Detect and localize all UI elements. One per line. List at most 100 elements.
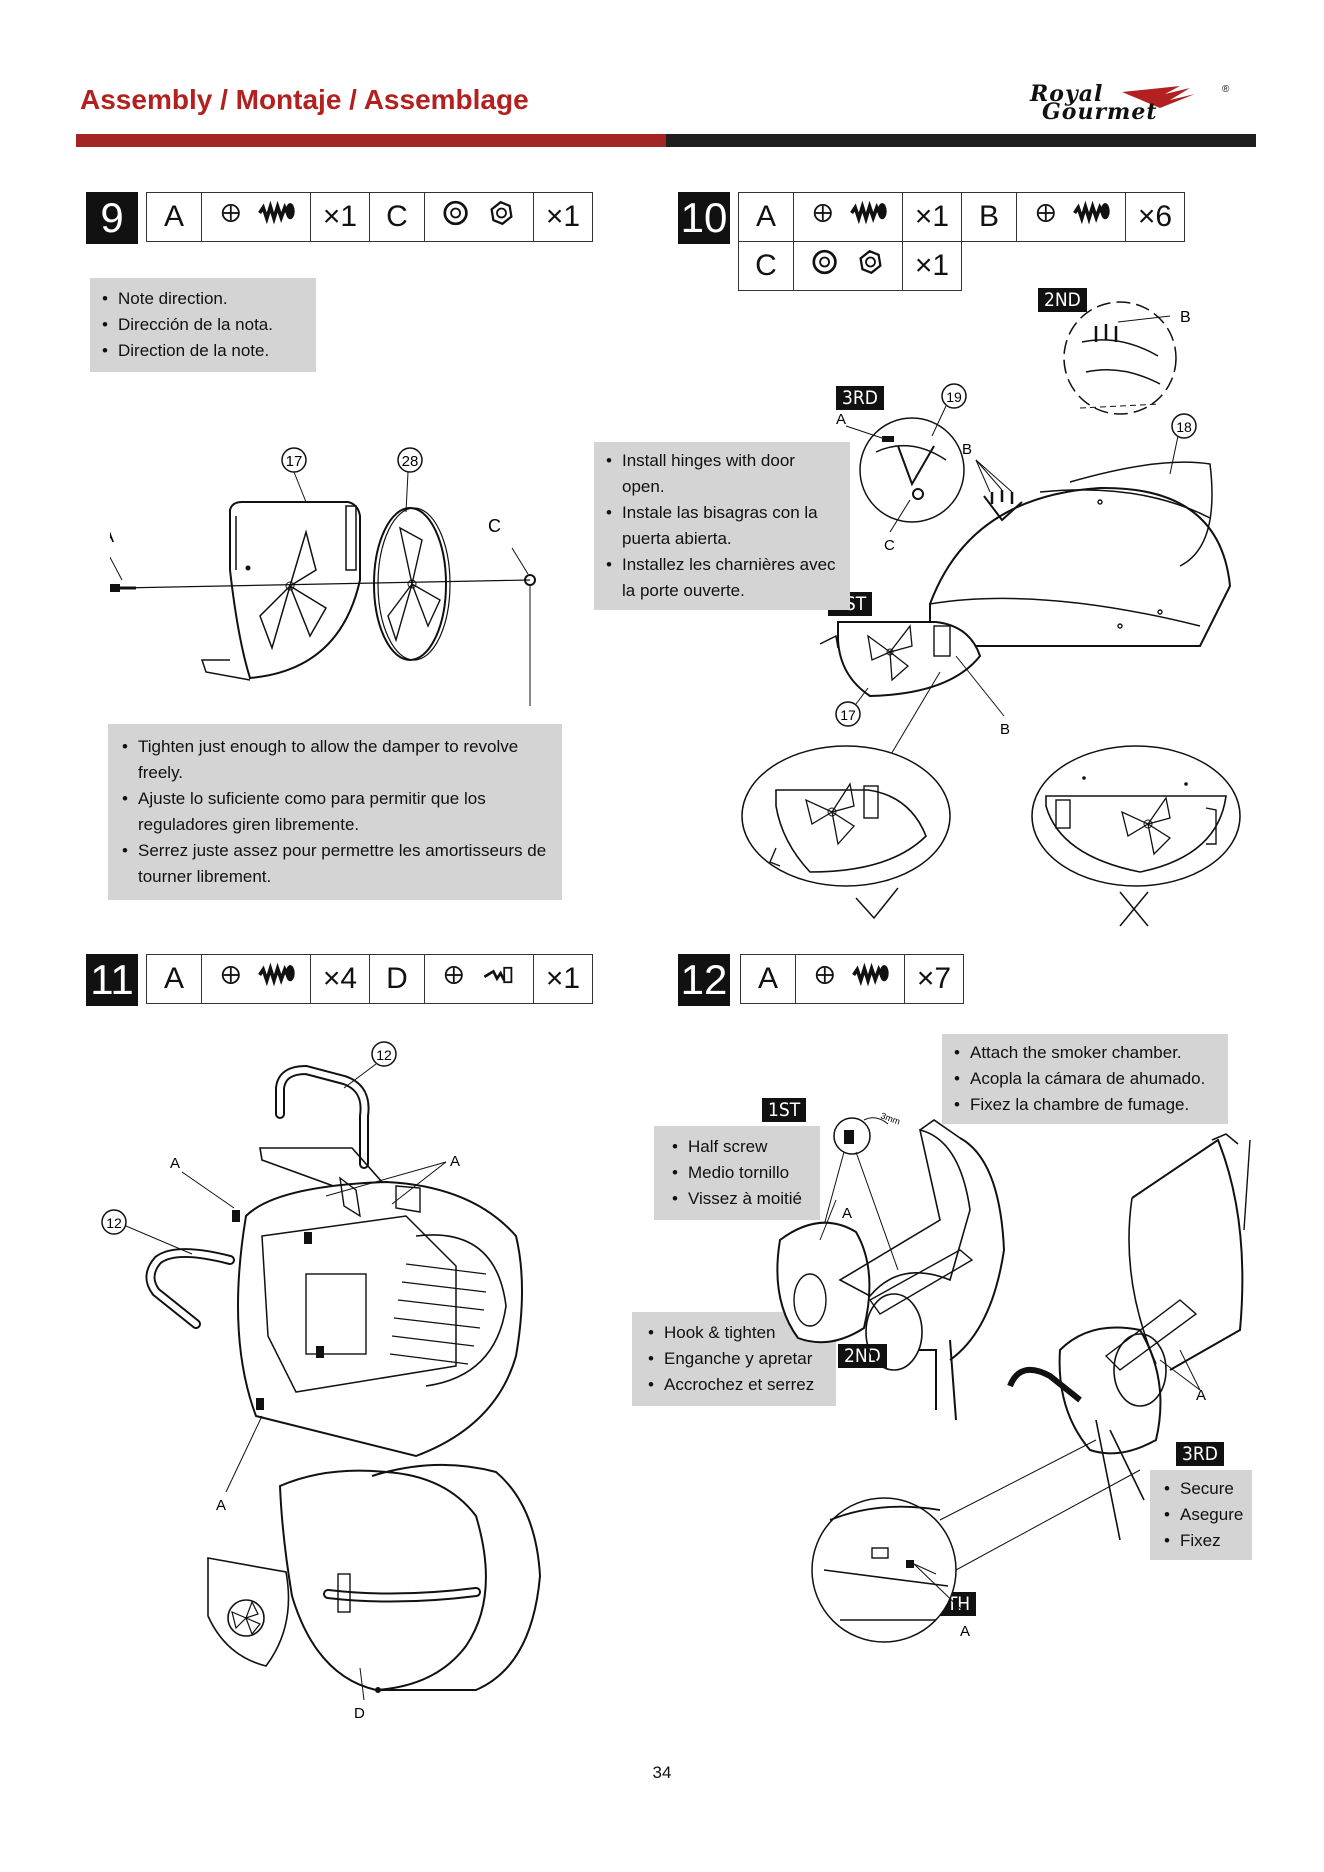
step-12-smoker-diagram: 3mm A A A [776,1110,1251,1643]
note-line: Install hinges with door open. [604,448,840,500]
step-9-damper-diagram: 17 28 A C [110,447,536,706]
step-12-parts-table: A ×7 [740,954,964,1004]
callout-18: 18 [1176,419,1192,435]
note-line: Vissez à moitié [670,1186,810,1212]
step-10-number: 10 [678,192,730,244]
page-number: 34 [652,1763,672,1782]
washer-nut-icon [793,241,903,291]
step-9-number: 9 [86,192,138,244]
step-12-number: 12 [678,954,730,1006]
part-qty: ×1 [902,192,962,242]
step-10-tag-3rd: 3RD [836,386,884,410]
note-line: Note direction. [100,286,306,312]
step-12-half-screw-note: Half screw Medio tornillo Vissez à moiti… [654,1126,820,1220]
step-11-handle-diagram: 12 A A A 12 D [101,1041,542,1722]
logo-text-royal: Royal [1030,81,1104,107]
label-d: D [354,1705,365,1722]
header-bar-dark [666,134,1256,147]
bolt-icon [424,954,534,1004]
part-letter: A [740,954,796,1004]
label-a: A [842,1205,852,1222]
step-12-hook-note: Hook & tighten Enganche y apretar Accroc… [632,1312,836,1406]
label-a: A [110,526,114,546]
note-line: Fixez [1162,1528,1244,1554]
screw-icon [201,192,311,242]
step-9-tighten-note: Tighten just enough to allow the damper … [108,724,562,900]
registered-mark: ® [1222,84,1230,95]
step-10-hinge-diagram: B A C 19 B 18 17 B [741,301,1241,927]
note-line: Half screw [670,1134,810,1160]
step-11-number: 11 [86,954,138,1006]
note-line: Tighten just enough to allow the damper … [120,734,550,786]
label-b: B [962,441,972,458]
gap-label: 3mm [879,1110,901,1126]
note-line: Dirección de la nota. [100,312,306,338]
step-12-tag-2nd: 2ND [838,1344,887,1368]
part-qty: ×1 [533,954,593,1004]
brand-logo: Royal Gourmet ® [1030,81,1230,125]
flame-mark-icon [1122,86,1195,108]
label-c: C [884,537,895,554]
step-10-tag-2nd: 2ND [1038,288,1087,312]
note-line: Installez les charnières avec la porte o… [604,552,840,604]
callout-19: 19 [946,389,962,405]
part-qty: ×1 [310,192,370,242]
note-line: Ajuste lo suficiente como para permitir … [120,786,550,838]
step-12-secure-note: Secure Asegure Fixez [1150,1470,1252,1560]
note-line: Hook & tighten [646,1320,826,1346]
label-a: A [960,1623,970,1640]
label-a: A [1196,1387,1206,1404]
step-10-parts-table: A ×1 B ×6 C ×1 [738,192,1185,291]
label-a: A [216,1497,226,1514]
part-qty: ×6 [1125,192,1185,242]
part-letter: A [146,954,202,1004]
screw-icon [201,954,311,1004]
part-qty: ×4 [310,954,370,1004]
label-b: B [1180,309,1191,326]
step-12-tag-3rd: 3RD [1176,1442,1224,1466]
label-a: A [170,1155,180,1172]
page-title: Assembly / Montaje / Assemblage [80,84,529,115]
step-9-direction-note: Note direction. Dirección de la nota. Di… [90,278,316,372]
part-letter: D [369,954,425,1004]
callout-17: 17 [840,707,856,723]
screw-icon [1016,192,1126,242]
label-a: A [836,411,846,428]
part-qty: ×7 [904,954,964,1004]
callout-28: 28 [402,453,419,470]
note-line: Asegure [1162,1502,1244,1528]
part-qty: ×1 [902,241,962,291]
label-a: A [450,1153,460,1170]
screw-icon [795,954,905,1004]
step-12-attach-note: Attach the smoker chamber. Acopla la cám… [942,1034,1228,1124]
label-b: B [1000,721,1010,738]
callout-12: 12 [376,1047,392,1063]
cross-icon [1119,891,1149,927]
note-line: Instale las bisagras con la puerta abier… [604,500,840,552]
note-line: Secure [1162,1476,1244,1502]
label-c: C [488,516,501,536]
part-letter: B [961,192,1017,242]
note-line: Direction de la note. [100,338,306,364]
logo-text-gourmet: Gourmet [1042,99,1158,125]
part-letter: A [146,192,202,242]
screw-icon [793,192,903,242]
part-letter: A [738,192,794,242]
note-line: Attach the smoker chamber. [952,1040,1218,1066]
step-11-parts-table: A ×4 D ×1 [146,954,593,1004]
header-bar-red [76,134,666,147]
note-line: Serrez juste assez pour permettre les am… [120,838,550,890]
part-qty: ×1 [533,192,593,242]
part-letter: C [369,192,425,242]
note-line: Fixez la chambre de fumage. [952,1092,1218,1118]
note-line: Medio tornillo [670,1160,810,1186]
callout-17: 17 [286,453,303,470]
note-line: Enganche y apretar [646,1346,826,1372]
step-12-tag-1st: 1ST [762,1098,807,1122]
part-letter: C [738,241,794,291]
callout-12: 12 [106,1215,122,1231]
step-10-hinge-note: Install hinges with door open. Instale l… [594,442,850,610]
note-line: Accrochez et serrez [646,1372,826,1398]
step-9-parts-table: A ×1 C ×1 [146,192,593,242]
note-line: Acopla la cámara de ahumado. [952,1066,1218,1092]
